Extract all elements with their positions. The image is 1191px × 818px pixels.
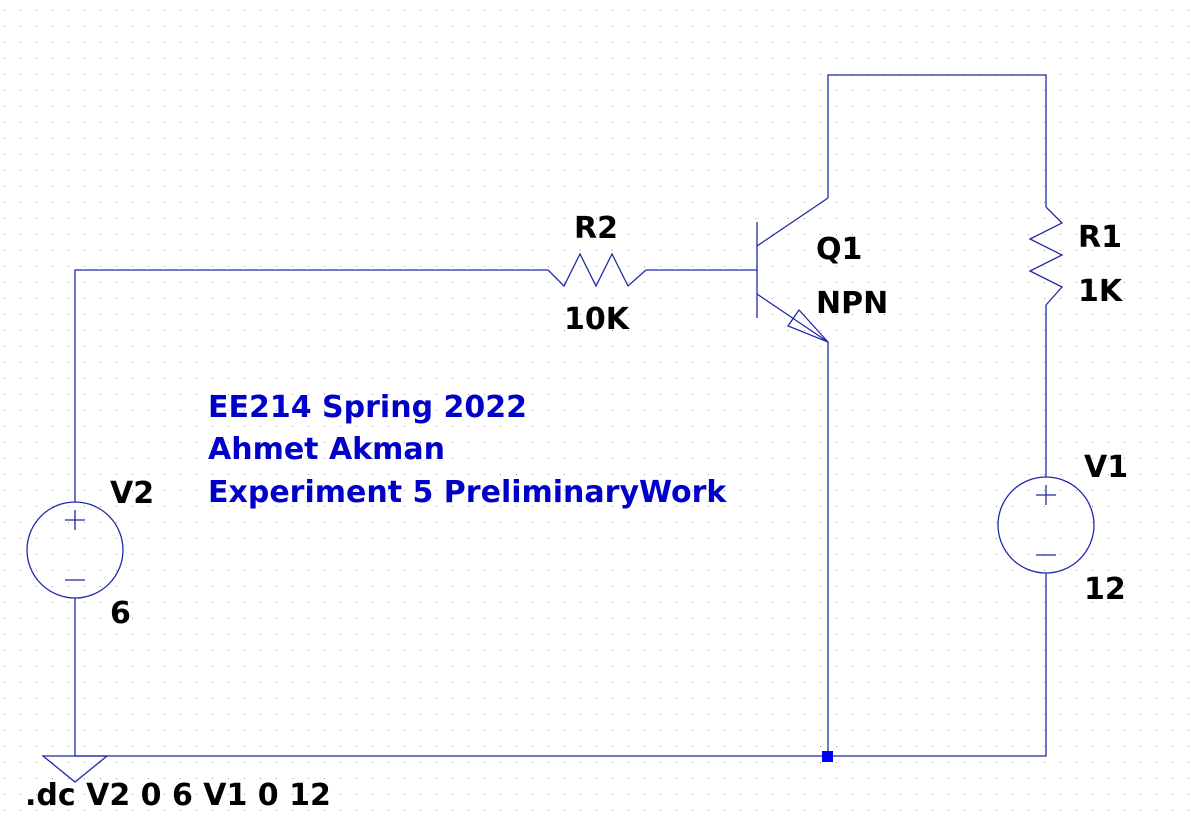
transistor-q1-emitter[interactable]: [756, 293, 829, 343]
comment-author: Ahmet Akman: [208, 432, 445, 467]
transistor-q1-emitter-arrow-icon: [787, 308, 829, 343]
q1-model-label: NPN: [816, 286, 888, 321]
ground-icon[interactable]: [41, 755, 109, 783]
wire-v1-to-ground[interactable]: [828, 573, 1047, 757]
r1-name-label: R1: [1078, 220, 1122, 255]
wire-v2-to-r2[interactable]: [74, 269, 548, 502]
comment-course: EE214 Spring 2022: [208, 390, 527, 425]
resistor-r2[interactable]: [547, 252, 647, 288]
junction-dot: [822, 751, 833, 762]
resistor-r1-zigzag[interactable]: [1028, 206, 1064, 306]
voltage-source-v2-body[interactable]: [26, 501, 124, 599]
transistor-q1-collector[interactable]: [756, 197, 829, 247]
q1-name-label: Q1: [816, 232, 862, 267]
r2-value-label: 10K: [564, 302, 631, 337]
grid-dots: [4, 10, 1189, 811]
v1-name-label: V1: [1084, 450, 1128, 485]
v2-name-label: V2: [110, 476, 154, 511]
voltage-source-v2[interactable]: [26, 501, 124, 599]
r1-value-label: 1K: [1078, 274, 1124, 309]
r2-name-label: R2: [574, 211, 618, 246]
voltage-source-v1[interactable]: [997, 476, 1095, 574]
transistor-q1[interactable]: [756, 197, 829, 343]
comment-experiment: Experiment 5 PreliminaryWork: [208, 475, 727, 510]
v1-value-label: 12: [1084, 572, 1126, 607]
v2-value-label: 6: [110, 596, 131, 631]
spice-directive[interactable]: .dc V2 0 6 V1 0 12: [25, 778, 331, 813]
wire-collector-to-r1[interactable]: [827, 74, 1047, 207]
resistor-r1[interactable]: [1028, 206, 1064, 306]
resistor-r2-zigzag[interactable]: [547, 252, 647, 288]
voltage-source-v1-body[interactable]: [997, 476, 1095, 574]
